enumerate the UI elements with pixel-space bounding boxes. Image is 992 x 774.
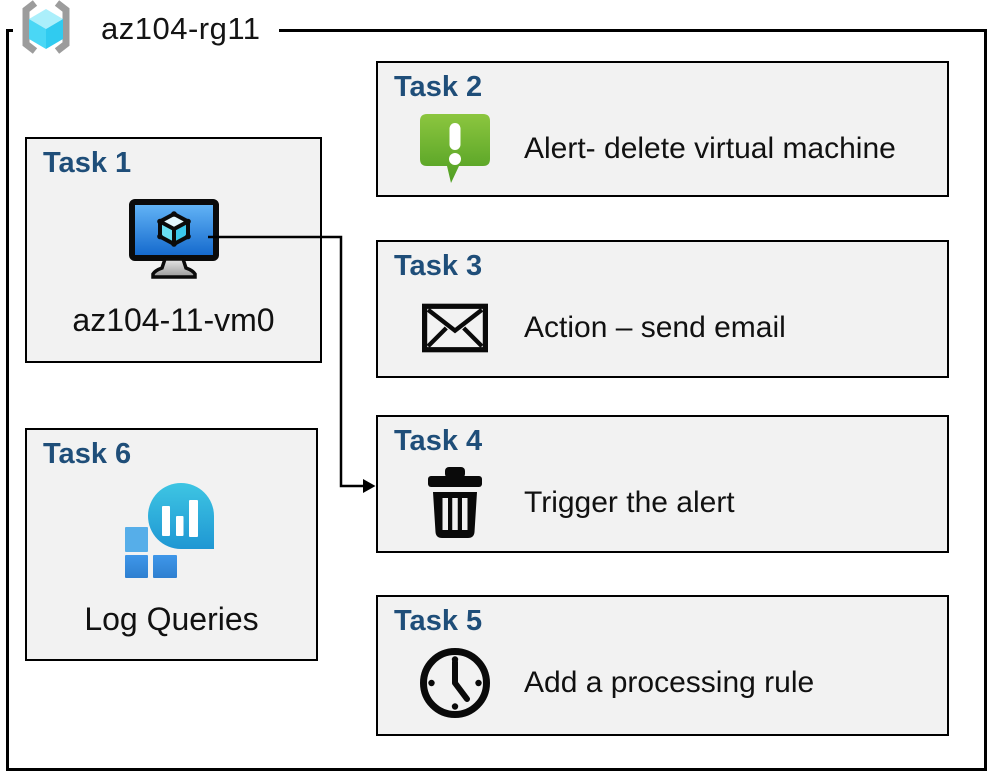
resource-group-icon — [17, 0, 75, 59]
task2-title: Task 2 — [394, 71, 483, 103]
email-icon — [414, 303, 496, 353]
task2-label: Alert- delete virtual machine — [524, 132, 896, 166]
task6-title: Task 6 — [43, 438, 132, 470]
task5-title: Task 5 — [394, 605, 483, 637]
task1-title: Task 1 — [43, 147, 132, 179]
resource-group-label: az104-rg11 — [13, 0, 279, 58]
task3-title: Task 3 — [394, 250, 483, 282]
log-analytics-icon — [27, 483, 316, 579]
task6-label: Log Queries — [84, 601, 259, 638]
clock-icon — [414, 644, 496, 722]
task3-label: Action – send email — [524, 311, 786, 345]
resource-group-name: az104-rg11 — [101, 11, 261, 46]
task3-box: Task 3 Action – send email — [376, 240, 949, 378]
task4-title: Task 4 — [394, 425, 483, 457]
task4-box: Task 4 Trigger the alert — [376, 415, 949, 553]
task5-box: Task 5 Add a processing rule — [376, 595, 949, 736]
task1-box: Task 1 — [25, 137, 322, 363]
task6-box: Task 6 — [25, 428, 318, 661]
resource-group-frame — [6, 29, 987, 771]
task2-box: Task 2 Alert- delete virtual machine — [376, 61, 949, 197]
virtual-machine-icon — [27, 198, 320, 280]
task4-label: Trigger the alert — [524, 486, 735, 520]
trash-icon — [414, 463, 496, 543]
alert-icon — [414, 112, 496, 186]
task1-label: az104-11-vm0 — [72, 302, 275, 339]
task5-label: Add a processing rule — [524, 666, 815, 700]
